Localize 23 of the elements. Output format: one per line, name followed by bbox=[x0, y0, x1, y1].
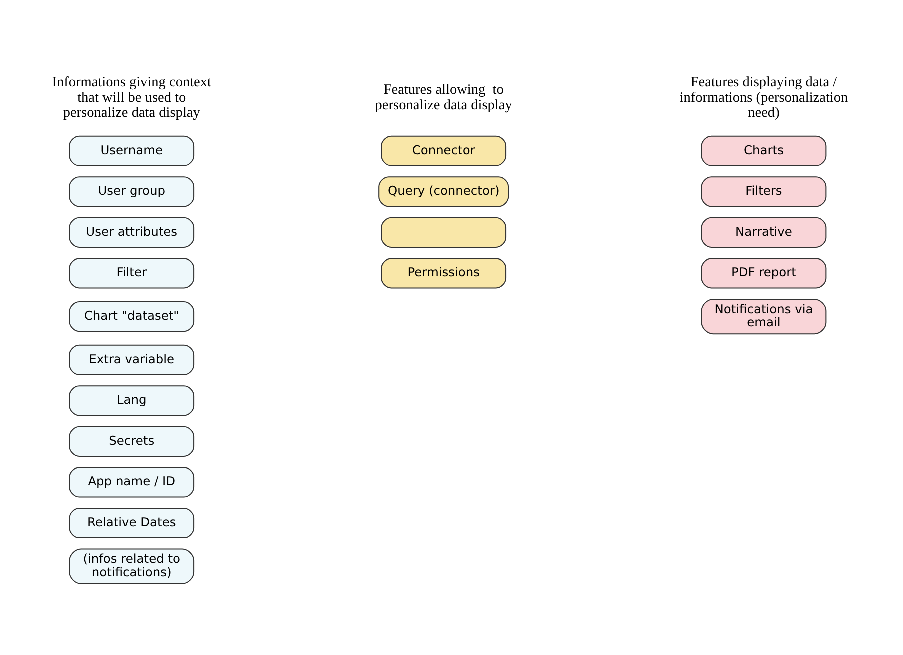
node-box: Extra variable bbox=[68, 344, 194, 376]
node-box: User group bbox=[68, 176, 194, 208]
node-box: Charts bbox=[700, 136, 826, 166]
node-box: User attributes bbox=[68, 217, 194, 248]
label: Features allowing to personalize data display bbox=[374, 82, 512, 114]
node-box: Secrets bbox=[68, 426, 194, 457]
node-box bbox=[380, 217, 506, 248]
node-box: (infos related to notifications) bbox=[68, 548, 194, 584]
label: Features displaying data / informations (personalization need) bbox=[679, 74, 848, 122]
node-box: Filter bbox=[68, 258, 194, 289]
node-box: App name / ID bbox=[68, 467, 194, 498]
node-box: Notifications via email bbox=[700, 298, 826, 335]
node-box: PDF report bbox=[700, 258, 826, 289]
node-box: Lang bbox=[68, 386, 194, 416]
node-box: Relative Dates bbox=[68, 508, 194, 539]
node-box: Chart "dataset" bbox=[68, 302, 194, 332]
node-box: Narrative bbox=[700, 217, 826, 248]
label: Informations giving context that will be used to personalize data display bbox=[52, 74, 211, 122]
node-box: Permissions bbox=[380, 258, 506, 289]
node-box: Filters bbox=[700, 176, 826, 208]
node-box: Connector bbox=[380, 136, 506, 166]
node-box: Query (connector) bbox=[378, 176, 509, 208]
node-box: Username bbox=[68, 136, 194, 166]
